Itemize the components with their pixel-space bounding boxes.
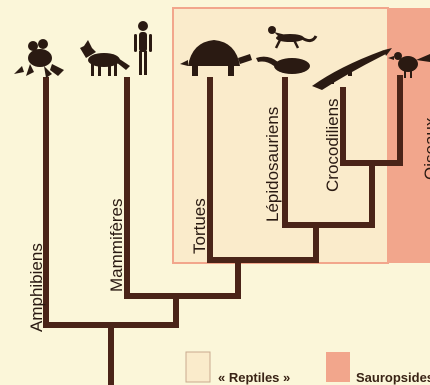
frog-icon	[14, 39, 64, 78]
legend-label-reptiles: « Reptiles »	[218, 370, 290, 385]
taxon-label-lepidosauriens: Lépidosauriens	[263, 107, 282, 222]
taxon-label-tortues: Tortues	[190, 198, 209, 254]
legend-swatch-reptiles	[186, 352, 210, 382]
taxon-label-amphibiens: Amphibiens	[27, 243, 46, 332]
taxon-label-oiseaux: Oiseaux	[421, 117, 430, 180]
taxon-label-crocodiliens: Crocodiliens	[323, 98, 342, 192]
legend-swatch-sauropsides	[326, 352, 350, 382]
human-icon	[134, 21, 152, 75]
taxon-label-mammiferes: Mammifères	[107, 198, 126, 292]
wolf-icon	[80, 40, 130, 76]
legend-label-sauropsides: Sauropsides	[356, 370, 430, 385]
